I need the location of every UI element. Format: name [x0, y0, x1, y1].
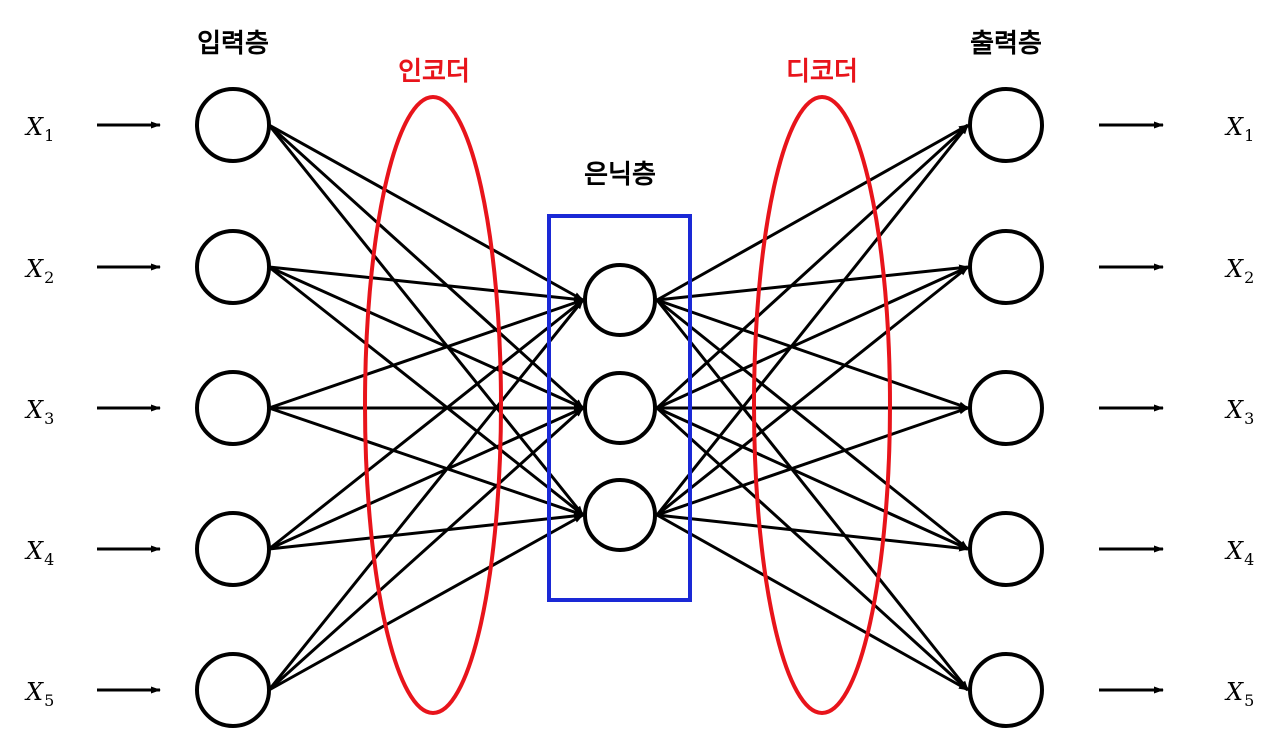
edge-hidden-1-output-5 — [655, 299, 970, 691]
output-label-2: X2 — [1224, 255, 1254, 287]
edge-hidden-2-output-1 — [655, 123, 970, 410]
input-label-5-var: X — [24, 678, 44, 706]
input-label-2-sub: 2 — [44, 268, 54, 287]
input-label-4: X4 — [24, 537, 54, 569]
output-layer-title: 출력층 — [970, 29, 1042, 59]
input-layer-title: 입력층 — [197, 29, 269, 59]
encoder-ellipse — [363, 95, 503, 715]
output-arrows — [1099, 121, 1164, 694]
input-label-3-sub: 3 — [44, 409, 54, 428]
input-node-4 — [195, 511, 271, 587]
edge-hidden-1-output-1 — [656, 123, 969, 302]
input-label-2-var: X — [24, 255, 44, 283]
input-label-3: X3 — [24, 396, 54, 428]
input-label-3-var: X — [24, 396, 44, 424]
input-label-4-sub: 4 — [44, 550, 54, 569]
output-label-3-sub: 3 — [1244, 409, 1254, 428]
output-label-5: X5 — [1224, 678, 1254, 710]
input-label-1-var: X — [24, 113, 44, 141]
edge-input-1-hidden-3 — [267, 124, 585, 516]
output-label-2-var: X — [1224, 255, 1244, 283]
output-label-2-sub: 2 — [1244, 268, 1254, 287]
edge-hidden-2-output-4 — [656, 406, 969, 551]
edge-input-1-hidden-2 — [267, 123, 585, 410]
edge-hidden-3-output-3 — [656, 406, 969, 517]
hidden-node-2 — [583, 371, 657, 445]
decoder-ellipse — [752, 95, 892, 715]
hidden-node-3 — [583, 478, 657, 552]
edge-input-2-hidden-1 — [268, 265, 584, 303]
input-node-3 — [195, 370, 271, 446]
output-node-3 — [968, 370, 1044, 446]
edge-input-4-hidden-2 — [268, 406, 584, 551]
input-label-1: X1 — [24, 113, 54, 145]
edge-hidden-1-output-3 — [656, 298, 969, 410]
edge-hidden-2-output-5 — [655, 406, 970, 692]
input-node-5 — [195, 652, 271, 728]
hidden-node-1 — [583, 263, 657, 337]
edge-hidden-1-output-2 — [656, 264, 969, 302]
edge-hidden-3-output-5 — [656, 513, 969, 692]
edge-hidden-3-output-2 — [656, 265, 969, 517]
output-label-1: X1 — [1224, 113, 1254, 145]
edge-input-1-hidden-1 — [268, 123, 584, 302]
edge-input-5-hidden-3 — [268, 513, 584, 692]
edge-input-3-hidden-1 — [268, 298, 584, 410]
output-label-4-var: X — [1224, 537, 1244, 565]
output-label-1-var: X — [1224, 113, 1244, 141]
edge-hidden-3-output-4 — [656, 513, 969, 552]
decoder-label: 디코더 — [786, 57, 858, 87]
input-node-1 — [195, 87, 271, 163]
edge-input-2-hidden-2 — [268, 265, 584, 410]
output-node-2 — [968, 229, 1044, 305]
output-label-4-sub: 4 — [1244, 550, 1254, 569]
encoder-label: 인코더 — [398, 57, 470, 87]
network-nodes — [195, 87, 1044, 728]
input-label-4-var: X — [24, 537, 44, 565]
input-node-2 — [195, 229, 271, 305]
edge-hidden-1-output-4 — [656, 298, 969, 551]
edge-hidden-2-output-2 — [656, 265, 969, 410]
output-label-4: X4 — [1224, 537, 1254, 569]
edge-input-4-hidden-3 — [268, 512, 584, 551]
connection-lines — [267, 123, 970, 692]
edge-hidden-3-output-1 — [655, 124, 970, 516]
input-label-5-sub: 5 — [44, 691, 54, 710]
output-label-5-sub: 5 — [1244, 691, 1254, 710]
edge-input-4-hidden-1 — [268, 298, 584, 551]
edge-input-3-hidden-3 — [268, 406, 584, 517]
edge-input-2-hidden-3 — [268, 265, 584, 517]
output-node-4 — [968, 511, 1044, 587]
input-label-2: X2 — [24, 255, 54, 287]
hidden-layer-box — [547, 214, 692, 602]
input-label-1-sub: 1 — [44, 126, 54, 145]
edge-input-5-hidden-1 — [267, 299, 585, 691]
output-label-5-var: X — [1224, 678, 1244, 706]
output-label-3-var: X — [1224, 396, 1244, 424]
hidden-layer-title: 은닉층 — [584, 160, 656, 190]
input-arrows — [97, 121, 161, 694]
output-label-3: X3 — [1224, 396, 1254, 428]
output-node-1 — [968, 87, 1044, 163]
edge-input-5-hidden-2 — [267, 406, 585, 692]
output-node-5 — [968, 652, 1044, 728]
input-label-5: X5 — [24, 678, 54, 710]
output-label-1-sub: 1 — [1244, 126, 1254, 145]
